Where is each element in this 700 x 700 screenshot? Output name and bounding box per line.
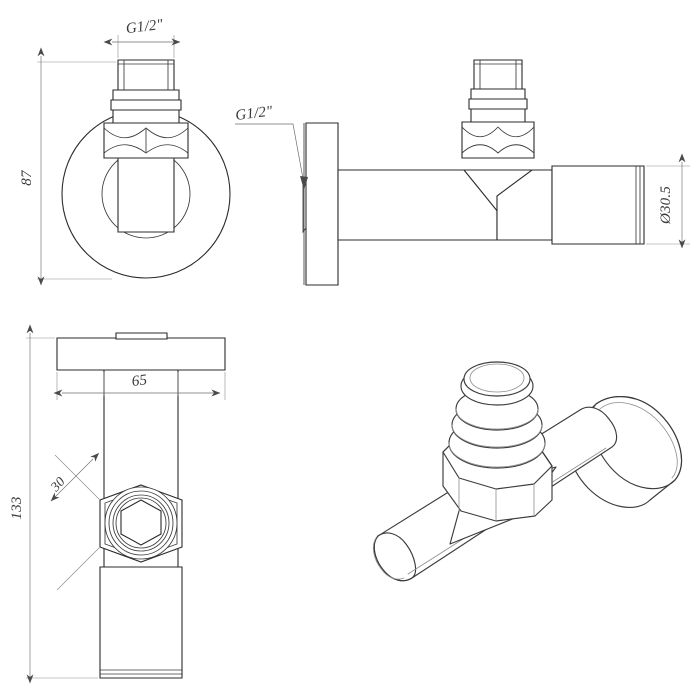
side-collar-upper (470, 88, 526, 100)
side-wall-plate (305, 122, 339, 286)
iso-escutcheon-highlight (599, 402, 678, 479)
side-collar-ring (468, 98, 528, 110)
dim-label-87: 87 (19, 169, 35, 186)
iso-spigot-top-face (463, 361, 531, 397)
front-collar-lower (112, 108, 180, 124)
leader-arrow-head (300, 176, 308, 190)
top-hex-bore (120, 499, 162, 546)
dim-label-65: 65 (131, 372, 149, 390)
top-view: 65 133 30 (9, 324, 226, 684)
dim-label-diameter-305: Ø30.5 (658, 186, 674, 225)
front-collar-upper (112, 89, 180, 101)
side-hex-chamfer-bottom (461, 144, 535, 154)
isometric-view (372, 361, 683, 582)
dim-thread-top: G1/2" (103, 17, 181, 58)
iso-thread-stack (448, 361, 546, 469)
iso-thread-line-2 (451, 424, 543, 448)
iso-thread-line-3 (448, 442, 546, 468)
side-collar-lower (470, 107, 526, 123)
front-hex-chamfer-top (103, 127, 189, 139)
front-hex-chamfer-bottom (103, 144, 189, 154)
top-hex-assembly (99, 484, 183, 563)
top-wall-plate (56, 337, 226, 371)
front-view: G1/2" 87 (19, 17, 231, 286)
side-outlet-neck (496, 169, 553, 241)
dim-label-133: 133 (9, 496, 25, 519)
front-collar-ring (110, 99, 182, 111)
side-outlet-cylinder (551, 165, 645, 245)
dim-diameter-305: Ø30.5 (646, 153, 690, 249)
dim-length-133: 133 (9, 324, 98, 684)
dim-hex-30: 30 (47, 452, 101, 591)
ext-line-upper (54, 454, 101, 501)
dim-label-30: 30 (47, 474, 68, 495)
iso-spigot-bore (469, 363, 525, 393)
side-hex-chamfer-top (461, 126, 535, 138)
side-thread-spigot (473, 59, 523, 90)
ext-line-lower (56, 546, 101, 591)
side-view: G1/2" Ø30.5 (235, 59, 690, 286)
dim-label-g12-front: G1/2" (125, 17, 164, 37)
leader-line (235, 123, 305, 185)
dim-label-g12-side: G1/2" (235, 103, 274, 123)
iso-body-end-highlight (372, 537, 405, 580)
iso-thread-line-1 (455, 408, 539, 430)
top-outlet-cylinder (99, 566, 183, 679)
dim-height-87: 87 (19, 47, 116, 286)
dim-line (50, 452, 100, 502)
dim-thread-wall: G1/2" (235, 103, 308, 190)
front-thread-spigot (117, 59, 175, 91)
dim-width-65: 65 (53, 372, 226, 400)
top-plate-boss (115, 332, 168, 340)
